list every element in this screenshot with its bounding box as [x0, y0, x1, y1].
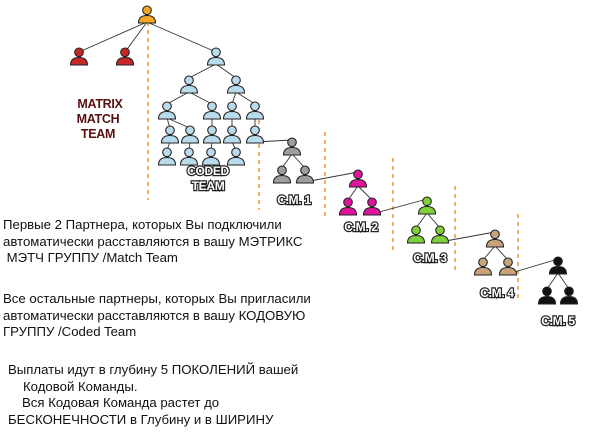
cm3-child-icon — [406, 225, 426, 244]
cm2-child-icon — [362, 197, 382, 216]
coded-team-person-icon — [222, 125, 242, 144]
cm3-label: C.M. 3 — [413, 251, 447, 265]
matrix-label-line1: MATRIX — [77, 97, 123, 111]
para2-line1: Все остальные партнеры, которых Вы пригл… — [3, 291, 311, 306]
cm1-child-icon — [272, 165, 292, 184]
people-nodes — [69, 5, 579, 305]
tree-edges — [78, 21, 570, 290]
cm1-parent-icon — [282, 137, 302, 156]
payout-explanation: Выплаты идут в глубину 5 ПОКОЛЕНИЙ вашей… — [8, 362, 298, 428]
cm5-parent-icon — [548, 256, 568, 275]
para2-line3: ГРУППУ /Coded Team — [3, 324, 137, 339]
coded-team-explanation: Все остальные партнеры, которых Вы пригл… — [3, 291, 311, 341]
matrix-person-icon — [115, 47, 135, 66]
generation-dividers — [147, 22, 519, 298]
matrix-team-explanation: Первые 2 Партнера, которых Вы подключили… — [3, 217, 302, 267]
matrix-label-line3: TEAM — [81, 127, 115, 141]
matrix-label-line2: MATCH — [77, 112, 120, 126]
coded-team-person-icon — [245, 101, 265, 120]
coded-team-person-icon — [201, 147, 221, 166]
para3-line1: Выплаты идут в глубину 5 ПОКОЛЕНИЙ вашей — [8, 362, 299, 377]
cm4-child-icon — [498, 257, 518, 276]
cm5-child-icon — [537, 286, 557, 305]
root-person-icon — [137, 5, 157, 24]
coded-team-person-icon — [157, 147, 177, 166]
coded-team-person-icon — [222, 101, 242, 120]
cm2-label: C.M. 2 — [344, 220, 378, 234]
cm1-child-icon — [295, 165, 315, 184]
para2-line2: автоматически расставляются в вашу КОДОВ… — [3, 307, 306, 323]
coded-team-person-icon — [245, 125, 265, 144]
cm2-parent-icon — [348, 169, 368, 188]
para1-line1: Первые 2 Партнера, которых Вы подключили — [3, 217, 282, 232]
coded-team-person-icon — [206, 47, 226, 66]
group-labels: MATRIX MATCH TEAM CODED TEAM C.M. 1 C.M.… — [76, 96, 577, 329]
cm3-parent-icon — [417, 196, 437, 215]
cm2-child-icon — [338, 197, 358, 216]
coded-team-person-icon — [226, 75, 246, 94]
coded-team-person-icon — [160, 125, 180, 144]
coded-team-person-icon — [157, 101, 177, 120]
cm4-parent-icon — [485, 229, 505, 248]
para3-line3: Вся Кодовая Команда растет до — [22, 395, 220, 410]
cm5-child-icon — [559, 286, 579, 305]
para3-line2: Кодовой Команды. — [23, 378, 138, 394]
cm3-child-icon — [430, 225, 450, 244]
coded-team-person-icon — [226, 147, 246, 166]
matrix-person-icon — [69, 47, 89, 66]
coded-team-person-icon — [179, 147, 199, 166]
para1-line3: МЭТЧ ГРУППУ /Match Team — [3, 250, 178, 265]
cm4-child-icon — [473, 257, 493, 276]
coded-team-person-icon — [180, 125, 200, 144]
coded-team-person-icon — [202, 125, 222, 144]
cm1-label: C.M. 1 — [277, 193, 311, 207]
coded-label-line2: TEAM — [192, 179, 225, 193]
coded-label-line1: CODED — [187, 164, 229, 178]
cm4-label: C.M. 4 — [480, 286, 514, 300]
para1-line2: автоматически расставляются в вашу МЭТРИ… — [3, 233, 303, 249]
coded-team-person-icon — [202, 101, 222, 120]
coded-team-person-icon — [179, 75, 199, 94]
para3-line4: БЕСКОНЕЧНОСТИ в Глубину и в ШИРИНУ — [8, 411, 274, 427]
cm5-label: C.M. 5 — [541, 314, 575, 328]
